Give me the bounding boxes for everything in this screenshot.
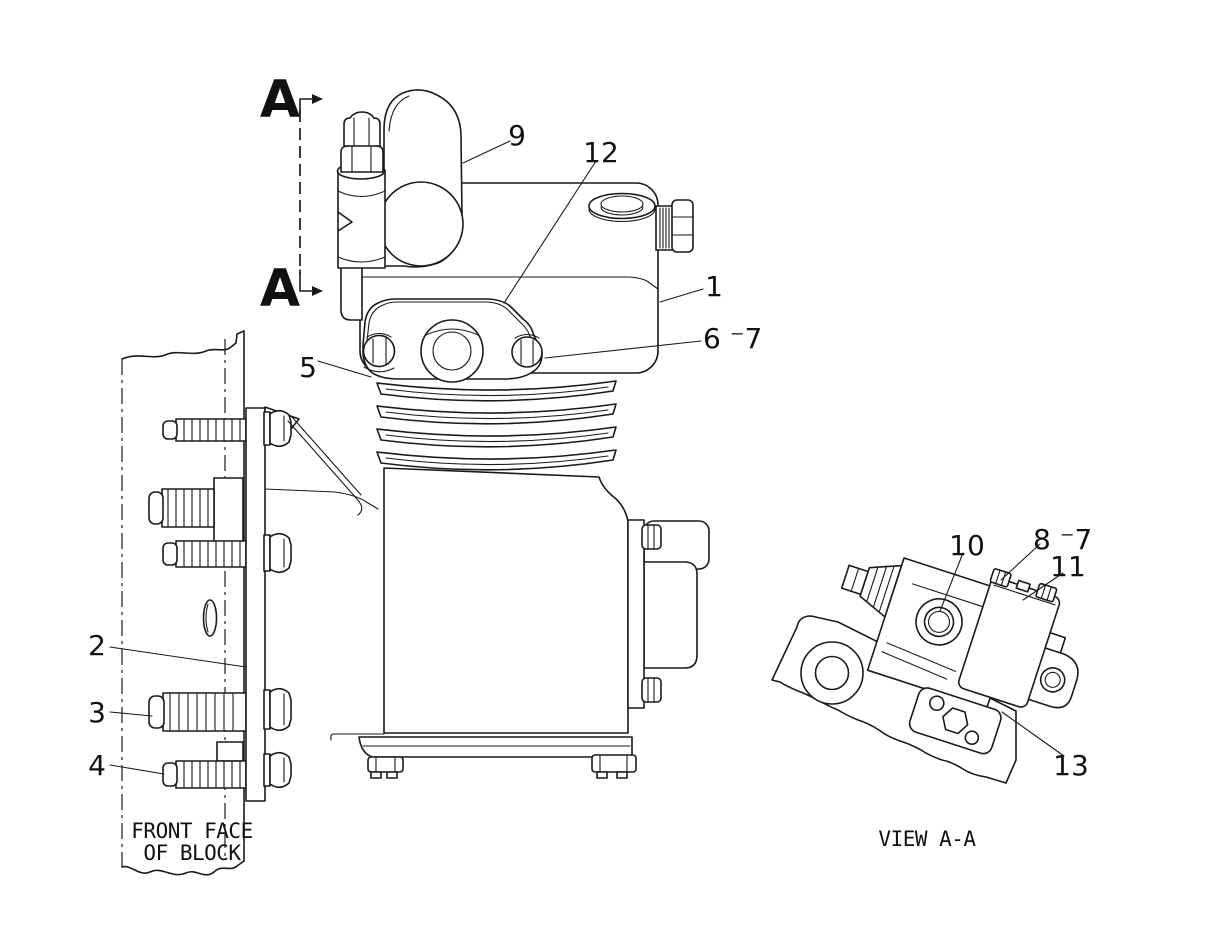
stud (175, 418, 247, 442)
view-aa-assembly (771, 557, 1079, 784)
head-side-fitting (655, 199, 694, 253)
plate-nut (263, 687, 292, 732)
canister-face (378, 181, 464, 267)
leader-8-7 (1000, 543, 1041, 581)
callout-3-label: 3 (88, 696, 106, 729)
cooling-fins (376, 380, 617, 471)
section-arrow-top (312, 94, 323, 104)
block-top-break-edge (121, 330, 245, 360)
compressor-body (330, 467, 710, 779)
plate (245, 407, 266, 802)
boss-hex-bolt (340, 111, 384, 173)
caption-view-aa: VIEW A-A (878, 827, 976, 851)
adapter-plate (245, 406, 300, 802)
callout-9-label: 9 (508, 119, 526, 152)
section-letter-bottom: A (260, 259, 300, 319)
head-flange (362, 298, 543, 383)
caption-front-face-line1: FRONT FACE (131, 819, 252, 843)
plate-nut (263, 409, 292, 448)
stud-callout-4 (175, 760, 247, 789)
cover-tab (1015, 579, 1031, 593)
flange-center-boss (420, 319, 484, 383)
support-gusset (264, 416, 379, 516)
flange-bolt-left (362, 332, 396, 373)
leader-5 (317, 360, 372, 378)
callout-6-7-label: 6 ⁻7 (703, 322, 762, 355)
leader-11 (1022, 572, 1064, 601)
leader-10 (939, 552, 964, 612)
side-block (643, 561, 698, 669)
top-fitting-assembly (336, 89, 464, 269)
callout-13-label: 13 (1053, 749, 1089, 782)
plate-hex-hole (942, 707, 969, 735)
boss-lower-piece (340, 251, 363, 321)
flange-bolt-right (511, 333, 543, 368)
head-parting-line (358, 276, 659, 290)
stud-callout-3 (162, 692, 247, 732)
leader-6-7 (544, 340, 702, 359)
stud (161, 488, 215, 528)
plate-nut (263, 532, 292, 574)
block-step-boss-lower (216, 741, 244, 762)
crankcase (383, 467, 629, 734)
leader-lines (109, 140, 1065, 775)
callout-2-label: 2 (88, 629, 106, 662)
head-top-port (588, 192, 656, 223)
callout-10-label: 10 (949, 529, 985, 562)
leader-9 (462, 140, 511, 164)
side-bolt (641, 524, 662, 550)
section-letter-top: A (260, 70, 300, 130)
block-bottom-break-edge (121, 860, 245, 876)
mounting-foot (367, 756, 404, 779)
side-plate (627, 519, 645, 709)
section-arrow-bottom (312, 286, 323, 296)
engine-block (121, 330, 245, 876)
callout-1-label: 1 (705, 270, 723, 303)
head-gasket (366, 301, 535, 346)
caption-front-face-line2: OF BLOCK (143, 841, 241, 865)
leader-4 (109, 764, 165, 775)
bolt-boss (337, 169, 386, 269)
leader-3 (109, 711, 153, 717)
leader-1 (659, 288, 704, 303)
leader-12 (503, 160, 597, 304)
stud (175, 540, 247, 568)
base-lip (330, 733, 385, 741)
plate-nut (263, 751, 292, 789)
section-line-a-a (299, 94, 323, 296)
callout-8-7-label: 8 ⁻7 (1033, 523, 1092, 556)
callout-11-label: 11 (1050, 550, 1086, 583)
side-bolt (641, 677, 662, 703)
callout-12-label: 12 (583, 136, 619, 169)
leader-13 (1001, 711, 1065, 757)
side-flange-assembly (627, 519, 710, 709)
callout-5-label: 5 (299, 351, 317, 384)
base-plate (358, 736, 633, 758)
leader-2 (109, 646, 247, 668)
callout-4-label: 4 (88, 749, 106, 782)
block-step-boss-upper (213, 477, 244, 546)
valve-body-group (840, 557, 1079, 755)
mounting-foot (591, 754, 637, 779)
